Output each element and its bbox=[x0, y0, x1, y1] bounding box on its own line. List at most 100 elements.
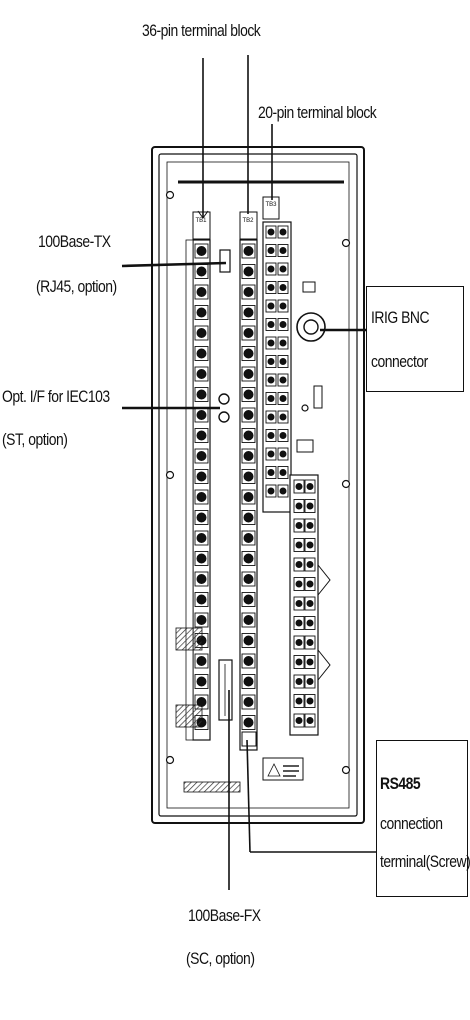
terminal-screw-head bbox=[243, 656, 254, 666]
terminal-screw-head bbox=[295, 678, 303, 685]
callout-rs485-detail-2: terminal(Screw) bbox=[380, 852, 470, 871]
terminal-screw-head bbox=[279, 302, 287, 310]
terminal-screw-head bbox=[306, 502, 314, 510]
terminal-screw-head bbox=[243, 410, 254, 420]
terminal-screw-head bbox=[267, 395, 275, 402]
terminal-screw-head bbox=[267, 487, 275, 495]
terminal-screw-head bbox=[279, 228, 287, 236]
mounting-screw-icons bbox=[165, 190, 351, 775]
terminal-screw-head bbox=[306, 717, 314, 724]
terminal-screw-head bbox=[196, 676, 207, 687]
terminal-screw-head bbox=[196, 492, 207, 502]
terminal-screw-head bbox=[267, 413, 275, 421]
terminal-screw-head bbox=[243, 389, 254, 400]
warning-label-icon bbox=[262, 757, 304, 781]
terminal-screw-head bbox=[243, 451, 254, 461]
terminal-block-36pin: TB1 bbox=[175, 211, 211, 741]
svg-text:TB3: TB3 bbox=[265, 202, 277, 208]
callout-irig-bnc-detail: connector bbox=[371, 352, 428, 371]
terminal-screw-head bbox=[196, 512, 207, 523]
terminal-screw-head bbox=[279, 376, 287, 384]
terminal-screw-head bbox=[295, 639, 303, 646]
callout-opt-if-iec103-title: Opt. I/F for IEC103 bbox=[2, 387, 110, 406]
terminal-screw-head bbox=[306, 600, 314, 607]
terminal-screw-head bbox=[196, 328, 207, 338]
callout-100base-tx-detail: (RJ45, option) bbox=[36, 277, 117, 296]
terminal-screw-head bbox=[279, 487, 287, 495]
terminal-screw-head bbox=[267, 247, 275, 254]
terminal-screw-head bbox=[243, 287, 254, 297]
callout-20pin-terminal-block: 20-pin terminal block bbox=[258, 103, 377, 122]
terminal-block-20pin: TB3 bbox=[262, 196, 292, 513]
callout-rs485-title: RS485 bbox=[380, 774, 421, 793]
terminal-screw-head bbox=[243, 492, 254, 502]
terminal-screw-head bbox=[196, 266, 207, 277]
terminal-screw-head bbox=[279, 265, 287, 273]
terminal-screw-head bbox=[243, 574, 254, 584]
terminal-screw-head bbox=[306, 619, 314, 627]
terminal-screw-head bbox=[196, 594, 207, 605]
terminal-screw-head bbox=[295, 502, 303, 510]
terminal-block-middle: TB2 bbox=[239, 211, 258, 751]
bottom-plate bbox=[183, 781, 241, 793]
st-connector-icons bbox=[218, 393, 230, 423]
terminal-screw-head bbox=[306, 522, 314, 529]
terminal-screw-head bbox=[306, 483, 314, 490]
terminal-screw-head bbox=[306, 541, 314, 549]
callout-rs485-detail-1: connection bbox=[380, 814, 443, 833]
terminal-screw-head bbox=[306, 678, 314, 685]
terminal-screw-head bbox=[243, 266, 254, 277]
terminal-screw-head bbox=[279, 284, 287, 291]
terminal-screw-head bbox=[306, 580, 314, 588]
terminal-screw-head bbox=[295, 658, 303, 666]
callout-36pin-terminal-block: 36-pin terminal block bbox=[142, 21, 261, 40]
terminal-screw-head bbox=[267, 376, 275, 384]
terminal-screw-head bbox=[243, 369, 254, 379]
terminal-screw-head bbox=[243, 512, 254, 523]
callout-leader-lines bbox=[121, 55, 378, 890]
terminal-screw-head bbox=[279, 321, 287, 328]
terminal-screw-head bbox=[295, 580, 303, 588]
terminal-screw-head bbox=[243, 615, 254, 625]
terminal-screw-head bbox=[279, 469, 287, 476]
terminal-screw-head bbox=[243, 594, 254, 605]
callout-rs485-box: RS485 connection terminal(Screw) bbox=[376, 740, 470, 897]
terminal-screw-head bbox=[295, 697, 303, 705]
terminal-screw-head bbox=[295, 561, 303, 568]
terminal-screw-head bbox=[279, 450, 287, 458]
sc-connector-icon bbox=[218, 659, 233, 721]
terminal-screw-head bbox=[295, 541, 303, 549]
terminal-screw-head bbox=[295, 483, 303, 490]
terminal-screw-head bbox=[243, 697, 254, 707]
terminal-screw-head bbox=[243, 717, 254, 728]
terminal-screw-head bbox=[196, 410, 207, 420]
terminal-screw-head bbox=[306, 697, 314, 705]
callout-irig-bnc-box: IRIG BNC connector bbox=[366, 286, 464, 392]
terminal-screw-head bbox=[279, 339, 287, 347]
terminal-screw-head bbox=[243, 676, 254, 687]
terminal-screw-head bbox=[306, 639, 314, 646]
terminal-screw-head bbox=[267, 358, 275, 365]
terminal-screw-head bbox=[196, 656, 207, 666]
terminal-screw-head bbox=[196, 553, 207, 564]
terminal-screw-head bbox=[279, 247, 287, 254]
terminal-screw-head bbox=[267, 432, 275, 439]
callout-irig-bnc-title: IRIG BNC bbox=[371, 308, 430, 327]
terminal-screw-head bbox=[243, 635, 254, 646]
terminal-screw-head bbox=[267, 339, 275, 347]
terminal-screw-head bbox=[267, 450, 275, 458]
callout-100base-tx-title: 100Base-TX bbox=[38, 232, 111, 251]
terminal-screw-head bbox=[267, 228, 275, 236]
terminal-screw-head bbox=[196, 451, 207, 461]
callout-100base-fx-detail: (SC, option) bbox=[186, 949, 255, 968]
terminal-screw-head bbox=[196, 307, 207, 318]
terminal-screw-head bbox=[196, 389, 207, 400]
terminal-screw-head bbox=[196, 348, 207, 359]
terminal-screw-head bbox=[196, 615, 207, 625]
terminal-screw-head bbox=[243, 430, 254, 441]
terminal-screw-head bbox=[243, 246, 254, 256]
terminal-screw-head bbox=[295, 522, 303, 529]
terminal-screw-head bbox=[196, 574, 207, 584]
terminal-screw-head bbox=[295, 619, 303, 627]
terminal-screw-head bbox=[196, 471, 207, 482]
